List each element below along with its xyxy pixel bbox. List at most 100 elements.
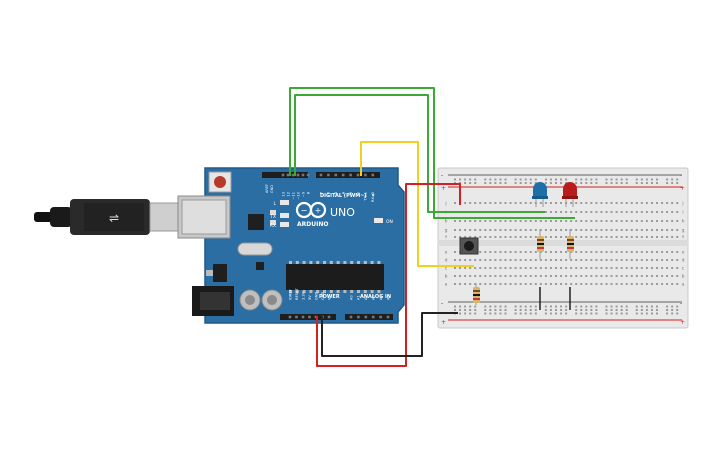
digital-pin-hole [291, 173, 295, 177]
digital-pin-label: ~6 [327, 191, 331, 197]
digital-pin-label: ~11 [291, 192, 295, 200]
analog-pin-label: A3 [372, 295, 376, 300]
power-pin-label: IOREF [288, 289, 292, 300]
analog-pin-hole [349, 315, 353, 319]
row-letter: c [682, 267, 685, 272]
wire-red-5v [316, 183, 461, 367]
jumper-wires-black [539, 287, 571, 310]
digital-pin-label: ~5 [334, 192, 338, 197]
digital-pin-hole [327, 173, 330, 177]
row-letter: e [682, 251, 685, 256]
digital-pin-hole [371, 173, 375, 177]
rail-plus-top-right: + [680, 185, 685, 192]
model-label: UNO [330, 206, 355, 219]
digital-pin-label: ~9 [301, 191, 305, 197]
aref-label: AREF [265, 184, 269, 193]
row-letter: g [682, 229, 685, 234]
digital-pin-hole [286, 173, 290, 177]
usb-cable: ⇌ [34, 199, 181, 235]
row-letter: b [682, 274, 685, 280]
analog-pin-hole [364, 315, 368, 319]
row-letter: c [445, 267, 448, 272]
red-led [562, 182, 578, 207]
row-letter: j [681, 201, 683, 207]
digital-pin-label: 2 [356, 192, 360, 194]
digital-pin-label: 13 [281, 192, 285, 197]
svg-text:+: + [315, 206, 322, 215]
wire-yellow [360, 141, 474, 267]
svg-text:−: − [301, 206, 308, 215]
digital-header-label: DIGITAL (PWM~) [320, 193, 367, 199]
digital-pin-hole [334, 173, 338, 177]
row-letter: i [682, 210, 683, 216]
row-letter: h [682, 219, 685, 225]
digital-pin-hole [319, 173, 323, 177]
wire-green-1 [289, 87, 575, 219]
tx-led [280, 213, 289, 218]
power-pin-label: Vin [327, 294, 331, 300]
row-letter: d [445, 258, 448, 264]
digital-pin-label: RX◀0 [371, 191, 375, 202]
rail-minus-bottom-right: - [680, 300, 682, 307]
l-led [280, 200, 289, 205]
wire-green-2 [294, 94, 545, 213]
rx-label: RX [270, 223, 276, 229]
power-pin-label: 3.3V [301, 291, 305, 300]
arduino-logo-icon: − + [295, 201, 327, 219]
digital-pin-hole [356, 173, 360, 177]
row-letter: h [445, 219, 448, 225]
analog-pin-label: A1 [357, 295, 361, 300]
power-pin-hole [288, 315, 292, 319]
analog-pin-hole [386, 315, 390, 319]
digital-pin-hole [301, 173, 305, 177]
analog-pin-hole [379, 315, 382, 319]
row-letter: d [682, 258, 685, 264]
svg-text:⇌: ⇌ [109, 211, 119, 225]
resistor-3 [473, 283, 480, 305]
blue-led [532, 182, 548, 207]
digital-pin-label: 7 [319, 192, 323, 194]
power-pin-label: GND [314, 292, 318, 300]
on-led [374, 218, 383, 223]
rail-plus-top-left: + [441, 185, 446, 192]
analog-pin-label: A2 [364, 295, 368, 300]
analog-pin-hole [357, 315, 360, 319]
digital-header-right [316, 172, 380, 178]
analog-header-label: ANALOG IN [360, 294, 391, 300]
rail-minus-top-left: - [441, 172, 443, 179]
microcontroller-chip [286, 264, 384, 290]
gnd-label: GND [270, 185, 274, 193]
row-letter: g [445, 229, 448, 234]
digital-pin-label: 4 [342, 191, 346, 194]
pushbutton [459, 237, 479, 255]
row-letter: e [445, 251, 448, 256]
rail-plus-bottom-left: + [441, 319, 446, 326]
analog-pin-label: A4 [379, 295, 383, 300]
analog-pin-hole [371, 315, 375, 319]
resistor-2 [567, 229, 574, 259]
usb-chip [248, 214, 264, 230]
rail-minus-bottom-left: - [441, 300, 443, 307]
digital-pin-label: 12 [286, 192, 290, 197]
digital-pin-hole [281, 173, 285, 177]
chip-pins [289, 261, 381, 293]
analog-pin-label: A5 [386, 295, 390, 300]
digital-pin-hole [296, 173, 300, 177]
power-pin-label: 5V [308, 295, 312, 300]
row-letter: a [682, 283, 685, 288]
digital-pin-hole [306, 173, 310, 177]
rx-led [280, 222, 289, 227]
digital-pin-label: 8 [306, 191, 310, 194]
power-pin-label: RESET [295, 288, 299, 300]
row-letter: f [682, 235, 684, 241]
rail-minus-top-right: - [680, 172, 682, 179]
power-header [280, 314, 336, 320]
on-label: ON [386, 219, 393, 225]
digital-pin-label: ~3 [349, 192, 353, 197]
